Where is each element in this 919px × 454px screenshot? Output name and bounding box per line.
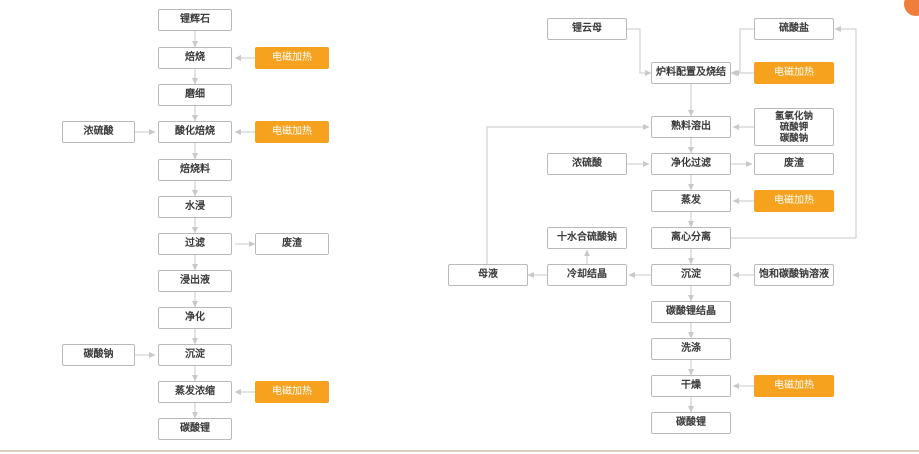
node-sodium-carbonate: 碳酸钠 (62, 344, 135, 366)
bottom-divider (0, 450, 919, 452)
reagent-k2so4: 硫酸钾 (779, 121, 809, 133)
node-precipitate: 沉淀 (158, 344, 232, 366)
node-heat-2: 电磁加热 (255, 121, 329, 143)
node-right-heat-1: 电磁加热 (754, 62, 834, 84)
node-right-heat-2: 电磁加热 (754, 190, 834, 212)
node-right-heat-3: 电磁加热 (754, 375, 834, 397)
node-water-leach: 水浸 (158, 196, 232, 218)
arrow-sulfate (730, 28, 754, 76)
reagent-na2co3: 碳酸钠 (779, 132, 809, 144)
node-heat-3: 电磁加热 (255, 381, 329, 403)
node-washing: 洗涤 (651, 338, 731, 360)
node-batching-sintering: 炉料配置及烧结 (651, 62, 731, 84)
node-sulfate: 硫酸盐 (754, 18, 834, 40)
node-lithium-carbonate: 碳酸锂 (158, 418, 232, 440)
reagent-naoh: 氢氧化钠 (774, 110, 813, 122)
corner-decoration (904, 0, 919, 16)
node-sat-na2co3: 饱和碳酸钠溶液 (754, 264, 834, 286)
node-spodumene: 锂辉石 (158, 9, 232, 31)
node-cool-crystallize: 冷却结晶 (547, 264, 627, 286)
node-right-precipitate: 沉淀 (651, 264, 731, 286)
node-drying: 干燥 (651, 375, 731, 397)
node-centrifuge: 离心分离 (651, 227, 731, 249)
node-li2co3-crystal: 碳酸锂结晶 (651, 301, 731, 323)
arrow-lepidolite (627, 28, 652, 76)
node-purify-filter: 净化过滤 (651, 153, 731, 175)
node-right-conc-acid: 浓硫酸 (547, 153, 627, 175)
node-grinding: 磨细 (158, 84, 232, 106)
node-roasting: 焙烧 (158, 47, 232, 69)
node-filter: 过滤 (158, 233, 232, 255)
node-leachate: 浸出液 (158, 270, 232, 292)
arrow-mother-recycle (486, 124, 650, 264)
node-right-product: 碳酸锂 (651, 412, 731, 434)
node-conc-acid: 浓硫酸 (62, 121, 135, 143)
node-reagents: 氢氧化钠 硫酸钾 碳酸钠 (754, 108, 834, 146)
node-clinker-leaching: 熟料溶出 (651, 116, 731, 138)
node-heat-1: 电磁加热 (255, 47, 329, 69)
node-roasted-material: 焙烧料 (158, 159, 232, 181)
node-acid-roasting: 酸化焙烧 (158, 121, 232, 143)
node-purify: 净化 (158, 307, 232, 329)
arrow-recycle-sulfate (731, 26, 857, 239)
node-evaporate: 蒸发 (651, 190, 731, 212)
node-lepidolite: 锂云母 (547, 18, 627, 40)
node-decahydrate: 十水合硫酸钠 (547, 227, 627, 249)
node-evap-concentrate: 蒸发浓缩 (158, 381, 232, 403)
node-right-waste: 废渣 (754, 153, 834, 175)
node-mother-liquor: 母液 (448, 264, 528, 286)
node-waste-residue: 废渣 (255, 233, 329, 255)
